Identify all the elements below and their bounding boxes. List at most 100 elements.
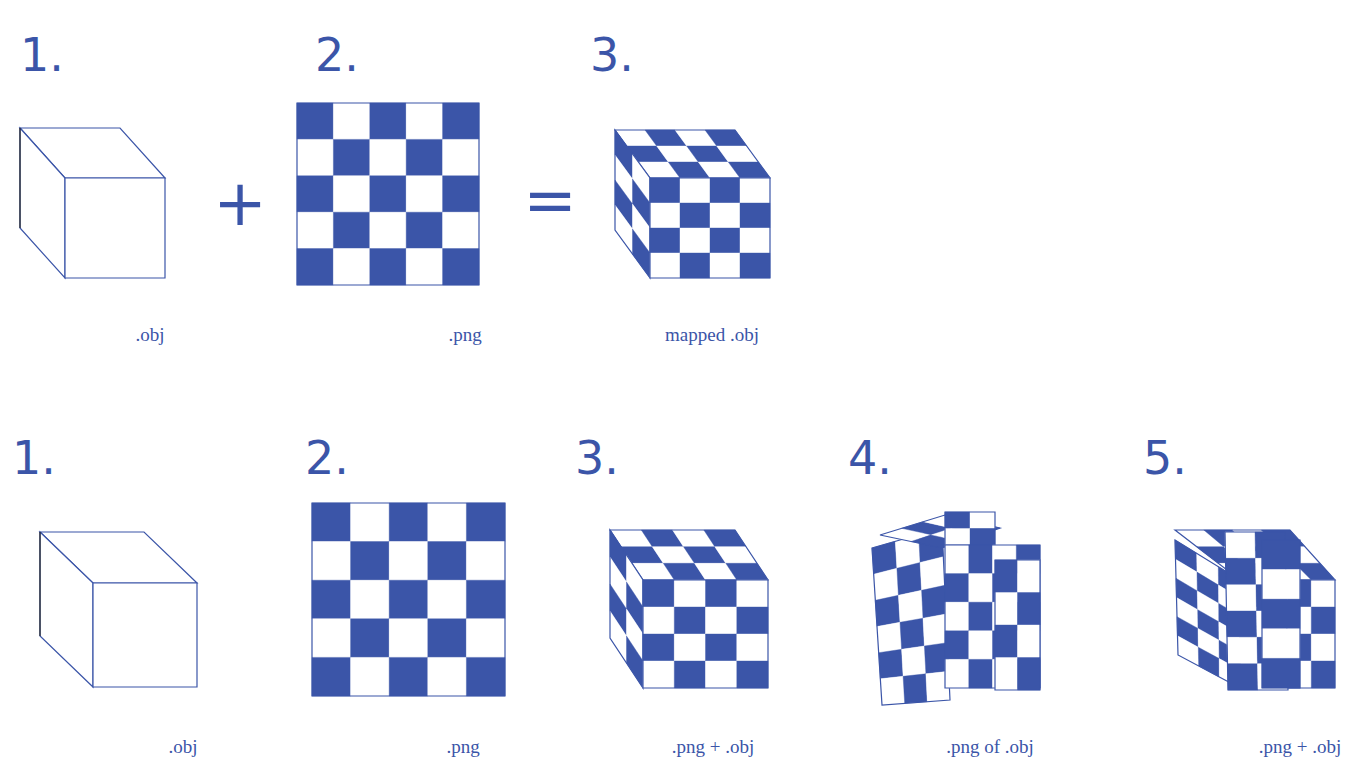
label-holder: 1. [20, 32, 64, 78]
face-outline [650, 178, 770, 278]
checker-cell [389, 503, 428, 542]
checker-cell [706, 607, 737, 634]
checker-cell [406, 103, 442, 139]
checker-cell [633, 229, 651, 278]
face-outline [615, 130, 650, 278]
label-holder: 2. [315, 32, 359, 78]
checker-cell [1018, 560, 1041, 593]
label-holder: = [523, 168, 577, 232]
checker-face [650, 178, 770, 278]
checker-cell [706, 661, 737, 688]
checker-cell [740, 203, 770, 228]
checker-cell [726, 563, 768, 580]
checker-cell [923, 614, 947, 646]
cube-face [93, 583, 197, 687]
checker-cell [945, 574, 969, 603]
checker-cell [945, 602, 969, 631]
checker-cell [389, 657, 428, 696]
checker-cell [297, 249, 333, 285]
checker-cell [351, 542, 390, 581]
checker-cell [1262, 540, 1300, 570]
checker-cell [406, 139, 442, 175]
label-holder: 2. [305, 435, 349, 481]
checker-cell [674, 607, 705, 634]
checker-cell [370, 176, 406, 212]
checker-cell [312, 580, 351, 619]
checker-cell [389, 580, 428, 619]
checker-face [297, 103, 479, 285]
checker-cell [740, 178, 770, 203]
checker-cell [995, 593, 1018, 626]
checker-cell [920, 557, 945, 591]
checker-cell [297, 212, 333, 248]
checker-cell [945, 545, 969, 574]
checker-cell [333, 103, 369, 139]
checker-cell [880, 676, 904, 705]
checker-cell [297, 139, 333, 175]
step-number: 1. [12, 431, 56, 485]
file-label: .png [446, 736, 479, 757]
checker-cell [674, 634, 705, 661]
checker-face [872, 528, 950, 705]
checker-cell [945, 659, 969, 688]
checker-cell [969, 602, 993, 631]
step-number: 5. [1143, 431, 1187, 485]
label-holder: .png of .obj [946, 737, 1034, 757]
checker-cell [297, 103, 333, 139]
label-holder: + [213, 171, 267, 235]
checker-cell [1295, 563, 1335, 580]
checker-cell [1311, 634, 1335, 661]
checker-cell [370, 212, 406, 248]
checker-cell [643, 607, 674, 634]
checker-cell [443, 212, 479, 248]
cube-face [20, 128, 65, 278]
label-holder: .png + .obj [1259, 737, 1342, 757]
checker-cell [706, 580, 737, 607]
checker-cell [351, 619, 390, 658]
checker-cell [970, 529, 995, 546]
face-outline [610, 530, 643, 688]
checker-cell [1178, 636, 1199, 666]
checker-cell [710, 253, 740, 278]
checker-cell [945, 529, 970, 546]
checker-cell [643, 661, 674, 688]
checker-cell [312, 619, 351, 658]
checker-face [312, 503, 505, 696]
checker-face [1262, 540, 1300, 688]
checker-cell [715, 547, 757, 564]
file-label: .png of .obj [946, 736, 1034, 757]
checker-cell [1227, 637, 1258, 663]
checker-cell [1311, 580, 1335, 607]
label-holder: .obj [135, 325, 164, 345]
label-holder: .png [448, 325, 481, 345]
checker-cell [643, 580, 674, 607]
checker-cell [902, 646, 926, 676]
checker-cell [1018, 625, 1041, 658]
label-holder: mapped .obj [665, 325, 759, 345]
label-holder: 5. [1143, 435, 1187, 481]
checker-cell [680, 228, 710, 253]
checker-cell [877, 622, 902, 652]
step-number: 4. [848, 431, 892, 485]
step-number: + [213, 166, 267, 240]
checker-cell [674, 661, 705, 688]
cube-outline [40, 532, 197, 687]
checker-cell [406, 212, 442, 248]
checker-cell [680, 203, 710, 228]
cube-outline [20, 128, 165, 278]
face-outline [995, 560, 1040, 690]
checker-cell [710, 228, 740, 253]
checker-cell [406, 176, 442, 212]
checker-cell [466, 542, 505, 581]
checker-cell [737, 634, 768, 661]
file-label: .png [448, 324, 481, 345]
figures [20, 103, 1335, 705]
checker-cell [1226, 585, 1257, 611]
file-label: .obj [168, 736, 197, 757]
checker-cell [333, 249, 369, 285]
mapped-cube [615, 130, 770, 278]
checker-cell [674, 580, 705, 607]
checker-cell [351, 580, 390, 619]
checker-cell [370, 139, 406, 175]
checker-cell [466, 503, 505, 542]
